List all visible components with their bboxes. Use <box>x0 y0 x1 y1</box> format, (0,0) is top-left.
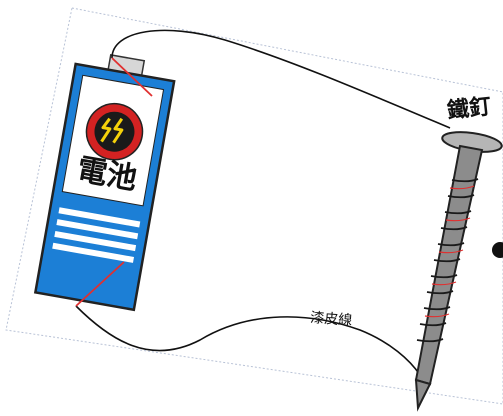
top-red-wire <box>111 57 153 97</box>
bolt-2 <box>112 117 124 144</box>
wire-label: 漆皮線 <box>310 310 353 329</box>
battery-stripe <box>56 219 139 240</box>
coil-windings <box>416 178 479 343</box>
battery: 電池 <box>33 54 176 312</box>
coil-red-marks <box>424 185 475 318</box>
top-wire <box>111 29 451 129</box>
battery-stripe <box>58 207 141 228</box>
battery-stripe <box>52 242 135 263</box>
bottom-wire <box>75 305 421 376</box>
bottom-red-wire <box>75 261 125 307</box>
nail-label: 鐵釘 <box>446 94 492 124</box>
nail-tip <box>414 378 432 412</box>
warning-inner-circle <box>94 111 135 152</box>
bullet-dot <box>492 242 503 258</box>
iron-nail <box>414 131 503 412</box>
battery-stripe <box>54 230 137 252</box>
bolt-1 <box>100 117 112 143</box>
